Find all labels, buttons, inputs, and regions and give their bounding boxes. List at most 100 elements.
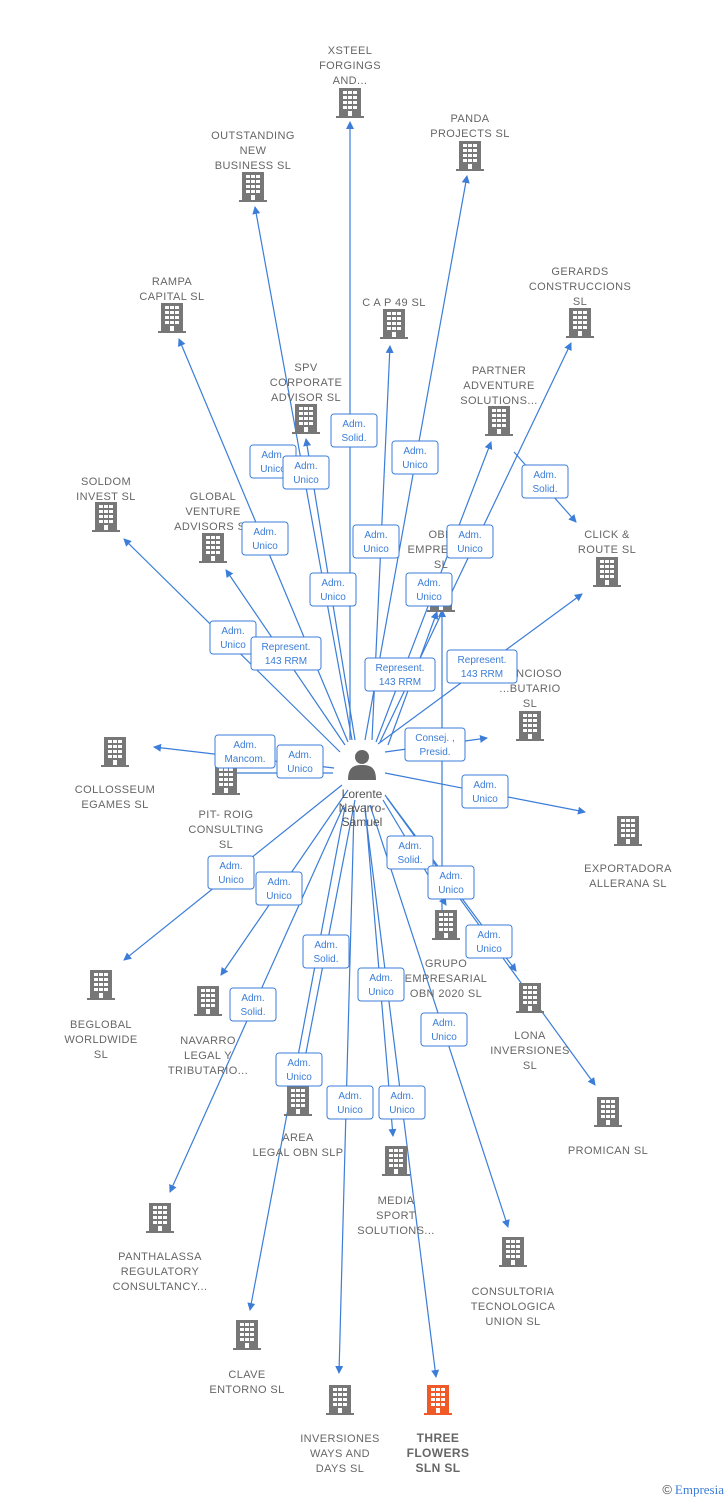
building-icon bbox=[158, 303, 186, 333]
relation-badge[interactable]: Adm.Unico bbox=[241, 521, 289, 556]
building-icon bbox=[101, 737, 129, 767]
brand-name[interactable]: Empresia bbox=[674, 1482, 724, 1497]
relation-badge[interactable]: Adm.Solid. bbox=[229, 987, 277, 1022]
relation-badge[interactable]: Adm.Unico bbox=[326, 1085, 374, 1120]
building-icon bbox=[284, 1086, 312, 1116]
building-icon bbox=[499, 1237, 527, 1267]
relation-badge[interactable]: Adm.Unico bbox=[282, 455, 330, 490]
company-node-cap49[interactable]: C A P 49 SL bbox=[362, 297, 426, 339]
relation-badge[interactable]: Adm.Unico bbox=[309, 572, 357, 607]
company-name: PROMICAN SL bbox=[568, 1145, 648, 1157]
relation-label: Adm.Solid. bbox=[397, 841, 422, 866]
relation-badge[interactable]: Represent.143 RRM bbox=[250, 636, 322, 671]
building-icon bbox=[382, 1146, 410, 1176]
relation-badge[interactable]: Adm.Solid. bbox=[302, 934, 350, 969]
relation-badge[interactable]: Adm.Unico bbox=[378, 1085, 426, 1120]
relation-badge[interactable]: Adm.Mancom. bbox=[214, 734, 276, 769]
building-icon bbox=[87, 970, 115, 1000]
relation-label: Adm.Unico bbox=[287, 750, 313, 775]
relation-label: Adm.Unico bbox=[218, 861, 244, 886]
relation-badge[interactable]: Adm.Unico bbox=[276, 744, 324, 779]
building-icon bbox=[424, 1385, 452, 1415]
relation-badge[interactable]: Adm.Unico bbox=[420, 1012, 468, 1047]
relation-badge[interactable]: Adm.Unico bbox=[465, 924, 513, 959]
building-icon bbox=[593, 557, 621, 587]
relation-badge[interactable]: Represent.143 RRM bbox=[364, 657, 436, 692]
relation-label: Adm.Unico bbox=[220, 626, 246, 651]
building-icon bbox=[485, 406, 513, 436]
relation-badge[interactable]: Adm.Unico bbox=[405, 572, 453, 607]
relation-badge[interactable]: Adm.Unico bbox=[461, 774, 509, 809]
relation-label: Adm.Unico bbox=[431, 1018, 457, 1043]
relation-badge[interactable]: Adm.Unico bbox=[427, 865, 475, 900]
relation-badge[interactable]: Adm.Unico bbox=[391, 440, 439, 475]
relation-label: Adm.Solid. bbox=[532, 470, 557, 495]
company-node-promican[interactable]: PROMICAN SL bbox=[568, 1097, 648, 1157]
relation-badge[interactable]: Adm.Unico bbox=[357, 967, 405, 1002]
relation-badge[interactable]: Adm.Unico bbox=[275, 1052, 323, 1087]
relation-label: Adm.Mancom. bbox=[224, 740, 265, 765]
building-icon bbox=[212, 765, 240, 795]
relation-badge[interactable]: Adm.Unico bbox=[207, 855, 255, 890]
relation-label: Adm.Unico bbox=[457, 530, 483, 555]
relation-badge[interactable]: Consej. ,Presid. bbox=[404, 727, 466, 762]
building-icon bbox=[594, 1097, 622, 1127]
relation-badge[interactable]: Adm.Solid. bbox=[386, 835, 434, 870]
relation-badge[interactable]: Adm.Unico bbox=[352, 524, 400, 559]
relation-badge[interactable]: Adm.Solid. bbox=[330, 413, 378, 448]
relation-badge[interactable]: Adm.Unico bbox=[255, 871, 303, 906]
relation-label: Adm.Unico bbox=[472, 780, 498, 805]
relation-label: Adm.Unico bbox=[476, 930, 502, 955]
relation-label: Adm.Unico bbox=[363, 530, 389, 555]
relation-badge[interactable]: Represent.143 RRM bbox=[446, 649, 518, 684]
relation-label: Adm.Unico bbox=[260, 450, 286, 475]
relation-badge[interactable]: Adm.Unico bbox=[209, 620, 257, 655]
building-icon bbox=[292, 404, 320, 434]
relation-label: Adm.Unico bbox=[266, 877, 292, 902]
company-node-click[interactable]: CLICK &ROUTE SL bbox=[578, 529, 636, 587]
relation-badge[interactable]: Adm.Unico bbox=[446, 524, 494, 559]
building-icon bbox=[614, 816, 642, 846]
relation-badge[interactable]: Adm.Solid. bbox=[521, 464, 569, 499]
relation-label: Adm.Unico bbox=[438, 871, 464, 896]
building-icon bbox=[566, 308, 594, 338]
relation-label: Represent.143 RRM bbox=[262, 642, 311, 667]
building-icon bbox=[199, 533, 227, 563]
